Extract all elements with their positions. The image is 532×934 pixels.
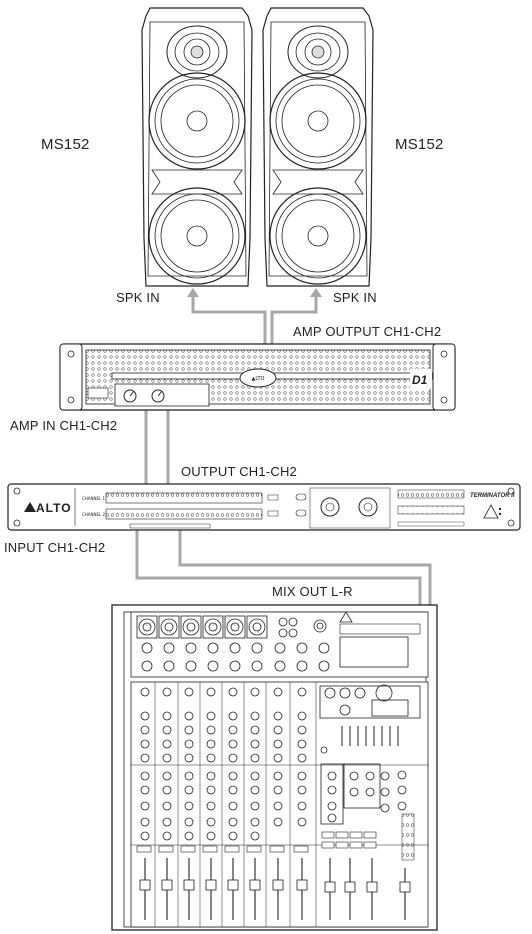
amp-badge: D1 bbox=[412, 373, 428, 387]
processor-channel-1: CHANNEL 1 bbox=[82, 496, 106, 501]
left-speaker bbox=[142, 8, 252, 286]
left-speaker-model: MS152 bbox=[41, 136, 90, 153]
processor-brand: ALTO bbox=[36, 501, 72, 515]
cables bbox=[137, 295, 430, 605]
mixer-output-label: MIX OUT L-R bbox=[272, 584, 353, 599]
processor-channel-2: CHANNEL 2 bbox=[82, 512, 106, 517]
processor-model: TERMINATOR II bbox=[470, 493, 515, 499]
amp-output-label: AMP OUTPUT CH1-CH2 bbox=[293, 324, 441, 339]
processor bbox=[8, 484, 520, 530]
amplifier: ▲LTO bbox=[60, 344, 455, 410]
amp-input-label: AMP IN CH1-CH2 bbox=[10, 418, 117, 433]
cable-amp-to-left-speaker bbox=[193, 295, 265, 344]
right-speaker bbox=[263, 8, 373, 286]
svg-text:▲LTO: ▲LTO bbox=[252, 376, 265, 382]
left-speaker-input-label: SPK IN bbox=[116, 290, 160, 305]
processor-output-label: OUTPUT CH1-CH2 bbox=[181, 464, 297, 479]
processor-input-label: INPUT CH1-CH2 bbox=[4, 540, 105, 555]
right-speaker-model: MS152 bbox=[395, 136, 444, 153]
mixer bbox=[112, 605, 437, 930]
right-speaker-input-label: SPK IN bbox=[333, 290, 377, 305]
